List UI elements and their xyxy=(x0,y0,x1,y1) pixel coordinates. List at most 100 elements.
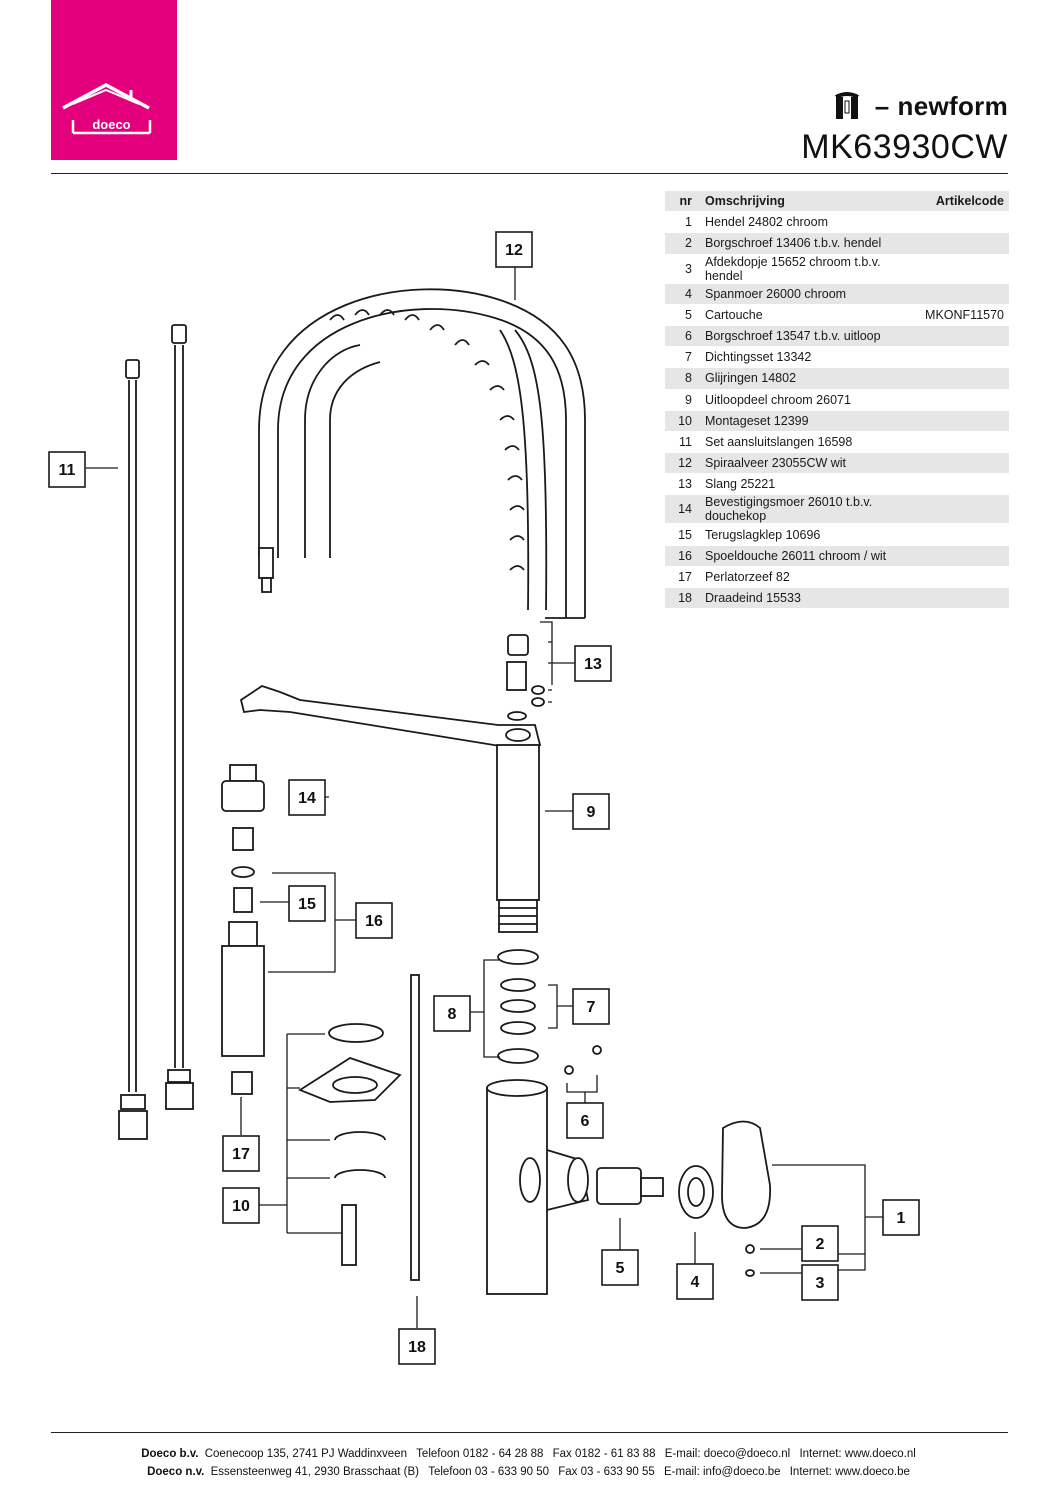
cell-nr: 4 xyxy=(665,283,700,305)
footer-company-nl: Doeco b.v. xyxy=(141,1448,199,1460)
cell-code xyxy=(920,254,1009,284)
cell-description: Cartouche xyxy=(700,304,921,326)
footer-address-nl: Coenecoop 135, 2741 PJ Waddinxveen xyxy=(204,1448,407,1460)
svg-text:doeco: doeco xyxy=(92,117,130,132)
footer-divider xyxy=(51,1432,1008,1433)
model-number: MK63930CW xyxy=(801,128,1008,166)
cell-code xyxy=(920,566,1009,589)
supply-hoses xyxy=(118,324,194,1140)
cell-nr: 5 xyxy=(665,304,700,326)
header-divider xyxy=(51,173,1008,174)
col-header-description: Omschrijving xyxy=(700,191,921,213)
manufacturer-name: newform xyxy=(897,90,1008,121)
col-header-nr: nr xyxy=(665,191,700,213)
callout-3: 3 xyxy=(816,1275,825,1292)
cell-code xyxy=(920,473,1009,496)
callout-labels: 11 12 13 14 9 15 16 8 7 6 17 10 1 2 3 5 … xyxy=(59,242,906,1356)
callout-5: 5 xyxy=(616,1260,625,1277)
footer-email-nl[interactable]: E-mail: doeco@doeco.nl xyxy=(664,1448,791,1460)
callout-7: 7 xyxy=(587,999,596,1016)
spray-head-parts xyxy=(221,764,265,1095)
callout-1: 1 xyxy=(897,1210,906,1227)
newform-mark-icon xyxy=(834,92,859,119)
cell-code: MKONF11570 xyxy=(920,304,1009,326)
callout-14: 14 xyxy=(298,790,316,807)
cell-description: Spoeldouche 26011 chroom / wit xyxy=(700,545,921,567)
cell-code xyxy=(920,389,1009,411)
col-header-code: Artikelcode xyxy=(920,191,1009,213)
cell-description: Glijringen 14802 xyxy=(700,367,921,390)
threaded-rod xyxy=(410,974,420,1281)
cell-nr: 6 xyxy=(665,325,700,348)
cell-code xyxy=(920,494,1009,525)
cell-code xyxy=(920,523,1009,546)
cell-code xyxy=(920,232,1009,255)
cell-description: Afdekdopje 15652 chroom t.b.v. hendel xyxy=(700,254,921,284)
callout-6: 6 xyxy=(581,1113,590,1130)
brand-separator: – xyxy=(874,90,890,121)
cell-nr: 12 xyxy=(665,452,700,475)
cell-nr: 10 xyxy=(665,410,700,432)
cell-description: Borgschroef 13547 t.b.v. uitloop xyxy=(700,325,921,348)
callout-8: 8 xyxy=(448,1006,457,1023)
callout-11: 11 xyxy=(59,462,76,479)
footer-fax-nl: Fax 0182 - 61 83 88 xyxy=(552,1448,656,1460)
cell-code xyxy=(920,431,1009,454)
cell-description: Draadeind 15533 xyxy=(700,587,921,610)
spout-arc xyxy=(258,288,586,619)
cell-nr: 17 xyxy=(665,566,700,589)
tap-body xyxy=(486,1045,602,1295)
house-logo-icon: doeco xyxy=(62,83,152,135)
cell-description: Spanmoer 26000 chroom xyxy=(700,283,921,305)
cell-code xyxy=(920,283,1009,305)
cell-nr: 11 xyxy=(665,431,700,454)
cell-code xyxy=(920,587,1009,610)
cell-nr: 3 xyxy=(665,254,700,284)
brand-header: – newform xyxy=(833,86,1008,126)
cell-code xyxy=(920,367,1009,390)
footer-phone-nl: Telefoon 0182 - 64 28 88 xyxy=(416,1448,544,1460)
footer-fax-be: Fax 03 - 633 90 55 xyxy=(558,1466,655,1478)
callout-10: 10 xyxy=(232,1198,250,1215)
cell-code xyxy=(920,211,1009,234)
cell-nr: 16 xyxy=(665,545,700,567)
callout-16: 16 xyxy=(365,913,383,930)
cell-description: Slang 25221 xyxy=(700,473,921,496)
callout-13: 13 xyxy=(584,656,602,673)
mounting-set xyxy=(298,1023,402,1266)
footer-line-be: Doeco n.v. Essensteenweg 41, 2930 Brassc… xyxy=(0,1466,1060,1478)
footer-web-be[interactable]: Internet: www.doeco.be xyxy=(789,1466,910,1478)
cell-description: Dichtingsset 13342 xyxy=(700,346,921,369)
cell-code xyxy=(920,410,1009,432)
cell-description: Terugslagklep 10696 xyxy=(700,523,921,546)
callout-boxes xyxy=(48,231,920,1365)
exploded-diagram: 11 12 13 14 9 15 16 8 7 6 17 10 1 2 3 5 … xyxy=(48,231,920,1365)
footer-phone-be: Telefoon 03 - 633 90 50 xyxy=(428,1466,550,1478)
footer-company-be: Doeco n.v. xyxy=(147,1466,205,1478)
callout-15: 15 xyxy=(298,896,316,913)
leader-lines xyxy=(86,267,883,1328)
doeco-logo: doeco xyxy=(51,0,177,160)
cell-nr: 2 xyxy=(665,232,700,255)
callout-2: 2 xyxy=(816,1236,825,1253)
callout-4: 4 xyxy=(691,1274,700,1291)
footer-web-nl[interactable]: Internet: www.doeco.nl xyxy=(799,1448,916,1460)
footer-email-be[interactable]: E-mail: info@doeco.be xyxy=(664,1466,781,1478)
footer-line-nl: Doeco b.v. Coenecoop 135, 2741 PJ Waddin… xyxy=(0,1448,1060,1460)
